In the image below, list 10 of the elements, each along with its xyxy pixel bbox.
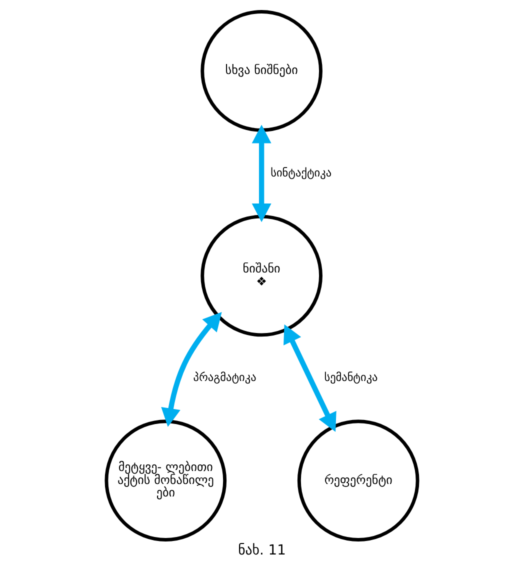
arrow [283, 324, 336, 432]
caption: ნახ. 11 [238, 542, 286, 558]
arrow [160, 312, 222, 427]
node-circle: სხვა ნიშნები [200, 10, 322, 132]
node-circle: რეფერენტი [296, 420, 419, 542]
node-circle: მეტყვე- ლებითი აქტის მონაწილე ები [104, 420, 226, 542]
edge-label: პრაგმატიკა [192, 371, 256, 384]
edge-label: სემანტიკა [324, 371, 378, 384]
edge-label: სინტაქტიკა [270, 166, 332, 180]
arrow [251, 124, 271, 222]
